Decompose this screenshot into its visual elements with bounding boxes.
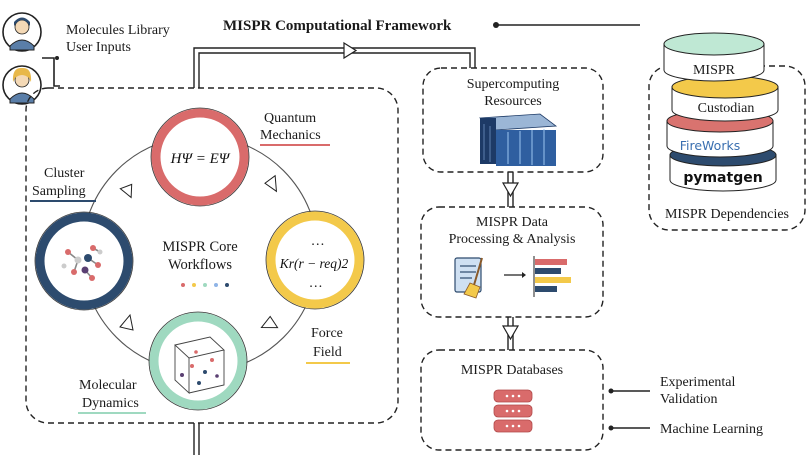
bar-chart-icon xyxy=(533,256,571,297)
ml-connector-dot xyxy=(608,425,614,431)
framework-title: MISPR Computational Framework xyxy=(223,18,452,34)
core-workflows-box xyxy=(25,87,399,424)
core-to-supercomputing-connector xyxy=(193,41,476,88)
user-connector-dot xyxy=(55,56,59,60)
user-inputs-line1: Molecules Library xyxy=(66,23,170,38)
supercomputing-label-line2: Resources xyxy=(484,94,542,109)
quantum-label-line2: Mechanics xyxy=(260,128,321,143)
core-color-dots xyxy=(181,283,229,287)
user-inputs-line2: User Inputs xyxy=(66,40,131,55)
cluster-sampling-node xyxy=(34,211,134,311)
dependencies-box xyxy=(648,65,806,231)
dynamics-label-line1: Molecular xyxy=(79,378,137,393)
user-avatar-bottom xyxy=(2,65,42,105)
database-icon xyxy=(493,389,533,433)
user-avatar-top xyxy=(2,12,42,52)
molecular-dynamics-node xyxy=(148,311,248,411)
custodian-label: Custodian xyxy=(698,101,755,116)
force-field-dots-top: … xyxy=(312,234,324,249)
supercomputing-label-line1: Supercomputing xyxy=(467,77,560,92)
quantum-label-line1: Quantum xyxy=(264,111,316,126)
machine-learning-label: Machine Learning xyxy=(660,422,763,437)
server-rack-icon xyxy=(478,113,558,166)
databases-box xyxy=(420,349,604,451)
supercomputing-to-processing-connector xyxy=(501,172,520,207)
dependencies-caption: MISPR Dependencies xyxy=(665,207,789,222)
core-bottom-connector xyxy=(193,423,200,455)
mispr-label: MISPR xyxy=(693,63,736,78)
processing-to-databases-connector xyxy=(501,317,520,350)
force-field-label-line2: Field xyxy=(313,345,342,360)
experimental-label-line2: Validation xyxy=(660,392,718,407)
processing-arrow-head xyxy=(522,272,526,278)
cluster-label-line1: Cluster xyxy=(44,166,85,181)
force-field-node: … Kr(r − req)2 … xyxy=(265,210,365,310)
quantum-mechanics-node: HΨ = EΨ xyxy=(150,107,250,207)
processing-label-line2: Processing & Analysis xyxy=(449,232,576,247)
databases-label: MISPR Databases xyxy=(461,363,563,378)
fireworks-label: FireWorks xyxy=(680,138,740,153)
cluster-label-line2: Sampling xyxy=(32,184,86,199)
dynamics-label-line2: Dynamics xyxy=(82,396,139,411)
force-field-dots-bottom: … xyxy=(310,276,322,291)
experimental-connector-dot xyxy=(608,388,614,394)
core-workflows-label-line1: MISPR Core xyxy=(162,239,237,255)
force-field-equation: Kr(r − req)2 xyxy=(279,256,349,271)
core-workflows-label-line2: Workflows xyxy=(168,257,232,273)
molecular-cluster-icon xyxy=(61,245,103,281)
simulation-box-icon xyxy=(174,336,225,395)
data-cleaning-icon xyxy=(454,257,483,299)
pymatgen-label: pymatgen xyxy=(683,170,762,186)
user-inputs-connector xyxy=(42,57,60,87)
processing-analysis-box xyxy=(420,206,604,318)
cycle-arrowheads xyxy=(119,174,279,331)
custodian-disk: Custodian xyxy=(671,75,779,122)
processing-label-line1: MISPR Data xyxy=(476,215,549,230)
mispr-disk: MISPR xyxy=(663,32,765,82)
schrodinger-equation: HΨ = EΨ xyxy=(170,151,231,167)
experimental-label-line1: Experimental xyxy=(660,375,736,390)
force-field-label-line1: Force xyxy=(311,326,343,341)
title-connector-dot xyxy=(493,22,499,28)
